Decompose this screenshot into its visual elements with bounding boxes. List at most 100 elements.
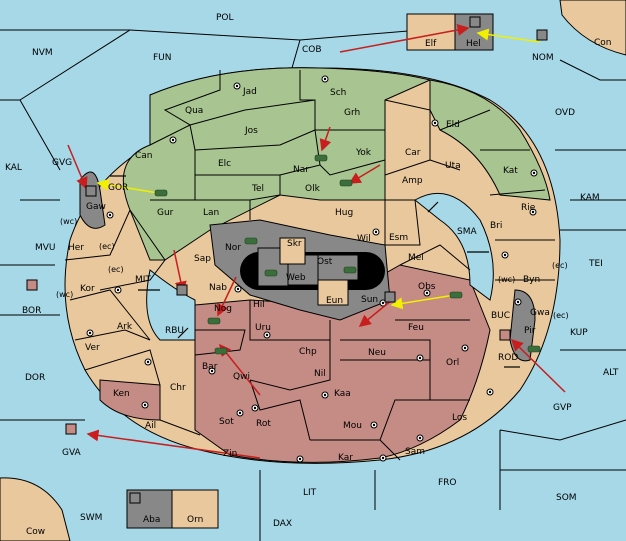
sea-label: GOR — [108, 183, 128, 193]
land-label: Hil — [253, 300, 265, 310]
army-icon — [207, 317, 221, 325]
sea-label: FUN — [153, 53, 172, 63]
fleet-icon — [129, 492, 141, 504]
land-label: Ail — [145, 421, 156, 431]
coast-label: (wc) — [60, 217, 77, 226]
land-label: Esm — [389, 233, 408, 243]
land-label: Sch — [330, 88, 346, 98]
land-label: Grh — [344, 108, 360, 118]
fleet-icon — [499, 329, 511, 341]
land-label: Pir — [524, 326, 536, 336]
province-boundaries — [64, 70, 555, 461]
coast-label: (ec) — [108, 265, 124, 274]
land-label: Nab — [209, 283, 227, 293]
order-arrow — [358, 299, 393, 327]
fleets — [26, 16, 548, 504]
land-label: Jos — [244, 126, 258, 136]
sea-label: BUC — [491, 311, 510, 321]
land-label: Lan — [203, 208, 219, 218]
region-orn[interactable] — [171, 489, 219, 529]
land-label: Gwa — [530, 308, 550, 318]
sea-label: ROD — [498, 353, 518, 363]
land-label: Gaw — [86, 202, 106, 212]
land-label: Orn — [187, 515, 203, 525]
land-label: Kar — [338, 453, 353, 463]
land-label: Mou — [343, 421, 362, 431]
sea-label: SOM — [556, 493, 577, 503]
coast-label: (ec) — [552, 261, 568, 270]
land-label: Can — [135, 151, 153, 161]
land-label: Sam — [405, 447, 425, 457]
supply-centers — [86, 75, 538, 463]
sea-label: KUP — [570, 328, 588, 338]
land-label: Mel — [408, 253, 424, 263]
land-label: Elf — [425, 39, 437, 49]
land-label: Skr — [287, 239, 302, 249]
fleet-icon — [26, 279, 38, 291]
sea-label: Cow — [26, 527, 45, 537]
land-label: Aba — [143, 515, 160, 525]
army-icon — [214, 347, 228, 355]
sea-label: COB — [302, 45, 322, 55]
land-label: Nar — [293, 165, 309, 175]
land-label: Rie — [521, 203, 536, 213]
land-label: Ark — [117, 322, 133, 332]
sea-label: KAL — [5, 163, 22, 173]
land-label: Eun — [326, 296, 343, 306]
order-arrow — [476, 28, 541, 43]
land-label: Bar — [202, 362, 218, 372]
order-arrow — [339, 24, 470, 53]
sea-label: Con — [594, 38, 612, 48]
land-label: Uta — [445, 161, 461, 171]
sea-label: LIT — [303, 488, 317, 498]
army-icon — [449, 291, 463, 299]
land-label: Los — [452, 413, 467, 423]
land-label: Hel — [466, 39, 481, 49]
land-label: Kor — [80, 284, 95, 294]
coast-label: (wc) — [56, 290, 73, 299]
land-label: Kat — [503, 166, 518, 176]
order-arrow — [96, 178, 159, 194]
region-cow[interactable] — [0, 477, 71, 541]
land-label: Gur — [157, 208, 174, 218]
fleet-icon — [469, 16, 481, 28]
sea-label: OVD — [555, 108, 575, 118]
sea-label: SWM — [80, 513, 102, 523]
land-label: Rot — [256, 419, 271, 429]
fleet-icon — [85, 185, 97, 197]
land-label: Sun — [361, 295, 378, 305]
sea-label: TEI — [588, 259, 603, 269]
land-label: Nil — [314, 369, 326, 379]
land-label: Hug — [335, 208, 353, 218]
fleet-icon — [176, 284, 188, 296]
sea-label: NVM — [32, 48, 53, 58]
sea-label: SMA — [457, 227, 477, 237]
land-label: Jad — [242, 87, 257, 97]
orders — [67, 24, 566, 459]
land-label: Qwi — [233, 372, 250, 382]
land-label: Wil — [357, 234, 371, 244]
sea-label: GVG — [52, 158, 72, 168]
fleet-icon — [65, 423, 77, 435]
army-icon — [154, 189, 168, 197]
order-arrow — [217, 276, 237, 317]
land-label: Eld — [446, 120, 460, 130]
army-icon — [244, 237, 258, 245]
land-label: Byn — [523, 275, 540, 285]
order-arrow — [86, 429, 261, 459]
land-label: Uru — [255, 323, 271, 333]
continent — [64, 67, 561, 464]
land-label: Sap — [194, 254, 211, 264]
land-label: Zin — [223, 449, 237, 459]
land-label: Olk — [305, 184, 321, 194]
land-label: Chr — [170, 383, 186, 393]
sea-label: MIT — [135, 275, 151, 285]
sea-label: FRO — [438, 478, 457, 488]
army-icon — [339, 179, 353, 187]
land-label: Tel — [251, 184, 264, 194]
land-label: Ost — [317, 257, 333, 267]
land-labels: Jad Sch Qua Jos Grh Eld Can Elc Nar Yok … — [68, 39, 550, 525]
land-label: Amp — [402, 176, 423, 186]
land-label: Chp — [299, 347, 317, 357]
